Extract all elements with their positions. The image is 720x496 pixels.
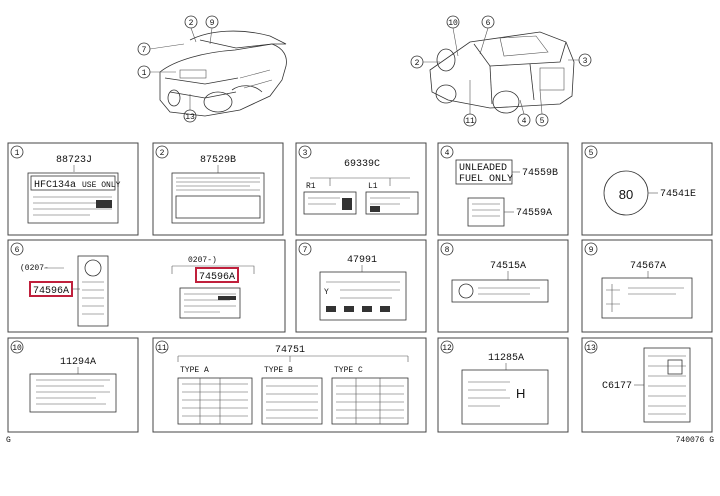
panel-10-number: 10 <box>12 344 22 353</box>
callout-3-right: 3 <box>583 57 588 66</box>
panel-2: 2 87529B <box>152 142 284 236</box>
panel-3-variant-r1: R1 <box>306 182 316 191</box>
callout-11-right: 11 <box>465 117 475 126</box>
panel-2-part-number: 87529B <box>200 155 236 166</box>
panel-11-type-c: TYPE C <box>334 366 363 375</box>
panel-3-variant-l1: L1 <box>368 182 378 191</box>
panel-12: 12 11285A H <box>437 337 569 433</box>
rear-car-callouts: 10 6 3 2 11 4 5 <box>410 15 592 127</box>
panel-1-number: 1 <box>15 149 20 158</box>
panel-1-part-number: 88723J <box>56 155 92 166</box>
panel-6-number: 6 <box>15 246 20 255</box>
callout-2-left: 2 <box>189 19 194 28</box>
panel-9-number: 9 <box>589 246 594 255</box>
callout-4-right: 4 <box>522 117 527 126</box>
panel-11-type-b: TYPE B <box>264 366 293 375</box>
panel-6-date-from: (0207- <box>20 264 49 273</box>
panel-5-speed-badge: 80 <box>619 187 633 202</box>
footer-diagram-code: 740076 G <box>676 436 715 445</box>
callout-9-left: 9 <box>210 19 215 28</box>
front-car-illustration <box>159 30 287 117</box>
footer-left-code: G <box>6 436 11 445</box>
ac-label-text-2: USE ONLY <box>82 181 121 190</box>
panel-11-type-a: TYPE A <box>180 366 209 375</box>
panel-11: 11 74751 TYPE A TYPE B TYPE C <box>152 337 427 433</box>
panel-6-part-number-2: 74596A <box>199 272 235 283</box>
front-car-callouts: 2 9 7 1 13 <box>137 15 219 123</box>
callout-7-left: 7 <box>142 46 147 55</box>
callout-6-right: 6 <box>486 19 491 28</box>
panel-10-part-number: 11294A <box>60 357 96 368</box>
panel-12-part-number: 11285A <box>488 353 524 364</box>
panel-4: 4 UNLEADED FUEL ONLY 74559B 74559A <box>437 142 569 236</box>
panel-10: 10 11294A <box>7 337 139 433</box>
panel-3-part-number: 69339C <box>344 159 380 170</box>
panel-6-part-number: 74596A <box>33 286 69 297</box>
panel-13-number: 13 <box>586 344 596 353</box>
callout-1-left: 1 <box>142 69 147 78</box>
callout-5-right: 5 <box>540 117 545 126</box>
panel-5-number: 5 <box>589 149 594 158</box>
panel-13-part-number: C6177 <box>602 381 632 392</box>
panel-7-symbol: Y <box>324 288 329 297</box>
rear-car-illustration <box>429 31 575 114</box>
panel-13: 13 C6177 <box>581 337 713 433</box>
panel-8: 8 74515A <box>437 239 569 333</box>
panel-6: 6 (0207- 74596A 0207-) 74596A <box>7 239 286 333</box>
panel-5-part-number: 74541E <box>660 189 696 200</box>
panel-1: 1 88723J HFC134a USE ONLY <box>7 142 139 236</box>
panel-7-part-number: 47991 <box>347 255 377 266</box>
panel-12-symbol: H <box>516 386 525 401</box>
panel-11-part-number: 74751 <box>275 345 305 356</box>
panel-3: 3 69339C R1 L1 <box>295 142 427 236</box>
panel-4-fuel-only-text: FUEL ONLY <box>459 174 513 185</box>
panel-4-unleaded-text: UNLEADED <box>459 163 507 174</box>
panel-8-part-number: 74515A <box>490 261 526 272</box>
panel-8-number: 8 <box>445 246 450 255</box>
callout-10-right: 10 <box>448 19 458 28</box>
panel-7: 7 47991 Y <box>295 239 427 333</box>
panel-9-part-number: 74567A <box>630 261 666 272</box>
panel-7-number: 7 <box>303 246 308 255</box>
callout-13-left: 13 <box>185 113 195 122</box>
panel-11-number: 11 <box>157 344 167 353</box>
panel-9: 9 74567A <box>581 239 713 333</box>
panel-4-part-number-2: 74559A <box>516 208 552 219</box>
panel-5: 5 80 74541E <box>581 142 713 236</box>
panel-6-date-to: 0207-) <box>188 256 217 265</box>
callout-2-right: 2 <box>415 59 420 68</box>
panel-3-number: 3 <box>303 149 308 158</box>
panel-2-number: 2 <box>160 149 165 158</box>
ac-label-text: HFC134a <box>34 180 76 191</box>
panel-4-part-number: 74559B <box>522 168 558 179</box>
panel-12-number: 12 <box>442 344 452 353</box>
panel-4-number: 4 <box>445 149 450 158</box>
